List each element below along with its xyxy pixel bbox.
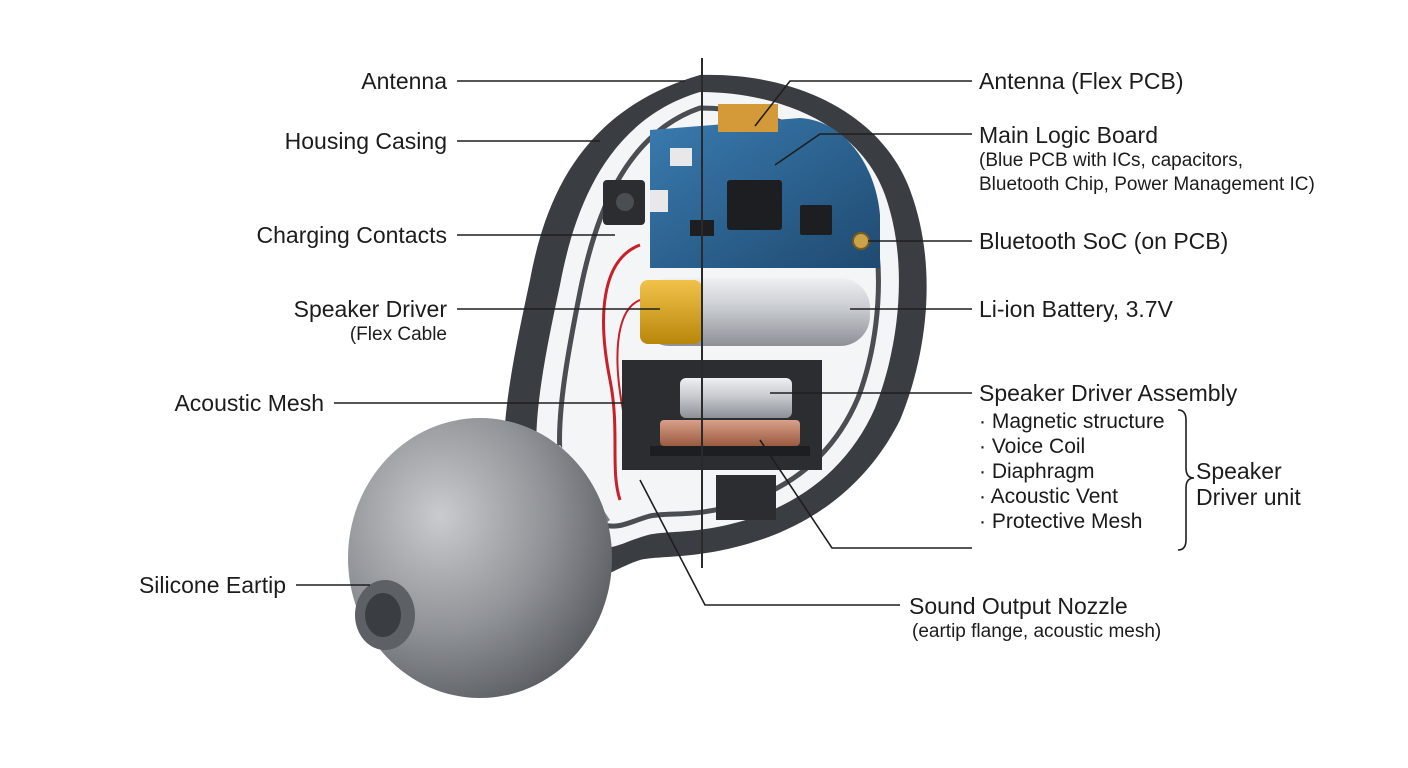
label-main-logic-board-sub1: (Blue PCB with ICs, capacitors, bbox=[979, 150, 1243, 171]
red-wire bbox=[602, 243, 641, 501]
label-speaker-driver-sub: (Flex Cable bbox=[349, 324, 447, 345]
assembly-part-item: · Magnetic structure bbox=[979, 410, 1165, 433]
label-antenna-flex-pcb: Antenna (Flex PCB) bbox=[979, 68, 1184, 94]
label-acoustic-mesh: Acoustic Mesh bbox=[174, 390, 324, 416]
pcb-chip-main bbox=[727, 180, 782, 230]
label-sound-output-nozzle: Sound Output Nozzle bbox=[909, 593, 1128, 619]
silicone-eartip bbox=[348, 418, 612, 698]
label-antenna: Antenna bbox=[361, 68, 447, 94]
pcb-chip-small-3 bbox=[650, 190, 668, 212]
pcb-chip-small-1 bbox=[800, 205, 832, 235]
assembly-part-item: · Protective Mesh bbox=[979, 510, 1143, 533]
label-main-logic-board: Main Logic Board bbox=[979, 122, 1158, 148]
nozzle-cavity bbox=[716, 475, 776, 520]
eartip-opening-inner bbox=[365, 593, 401, 637]
label-sound-output-nozzle-sub: (eartip flange, acoustic mesh) bbox=[912, 621, 1162, 642]
driver-brace bbox=[1177, 409, 1195, 551]
bluetooth-soc-pad bbox=[852, 232, 870, 250]
assembly-part-item: · Voice Coil bbox=[979, 435, 1086, 458]
driver-diaphragm bbox=[650, 446, 810, 456]
leader-lines bbox=[296, 80, 972, 606]
assembly-part-item: · Diaphragm bbox=[979, 460, 1095, 483]
label-charging-contacts: Charging Contacts bbox=[256, 222, 448, 248]
assembly-part-item: · Acoustic Vent bbox=[979, 485, 1118, 508]
label-speaker-driver: Speaker Driver bbox=[293, 296, 447, 322]
label-bluetooth-soc: Bluetooth SoC (on PCB) bbox=[979, 228, 1229, 254]
driver-voice-coil bbox=[660, 420, 800, 446]
label-speaker-driver-assembly: Speaker Driver Assembly bbox=[979, 380, 1238, 406]
label-driver-unit-line1: Speaker bbox=[1196, 458, 1282, 484]
driver-magnet bbox=[680, 378, 792, 418]
pcb-chip-small-2 bbox=[670, 148, 692, 166]
battery-gold-wrap bbox=[640, 280, 702, 344]
label-housing-casing: Housing Casing bbox=[284, 128, 447, 154]
red-wire-2 bbox=[616, 299, 641, 421]
label-driver-unit-line2: Driver unit bbox=[1196, 484, 1301, 510]
label-main-logic-board-sub2: Bluetooth Chip, Power Management IC) bbox=[979, 174, 1315, 195]
charging-contact-dot bbox=[616, 193, 634, 211]
label-battery: Li-ion Battery, 3.7V bbox=[979, 296, 1173, 322]
assembly-parts-list: · Magnetic structure · Voice Coil · Diap… bbox=[979, 409, 1165, 534]
label-silicone-eartip: Silicone Eartip bbox=[138, 572, 286, 598]
